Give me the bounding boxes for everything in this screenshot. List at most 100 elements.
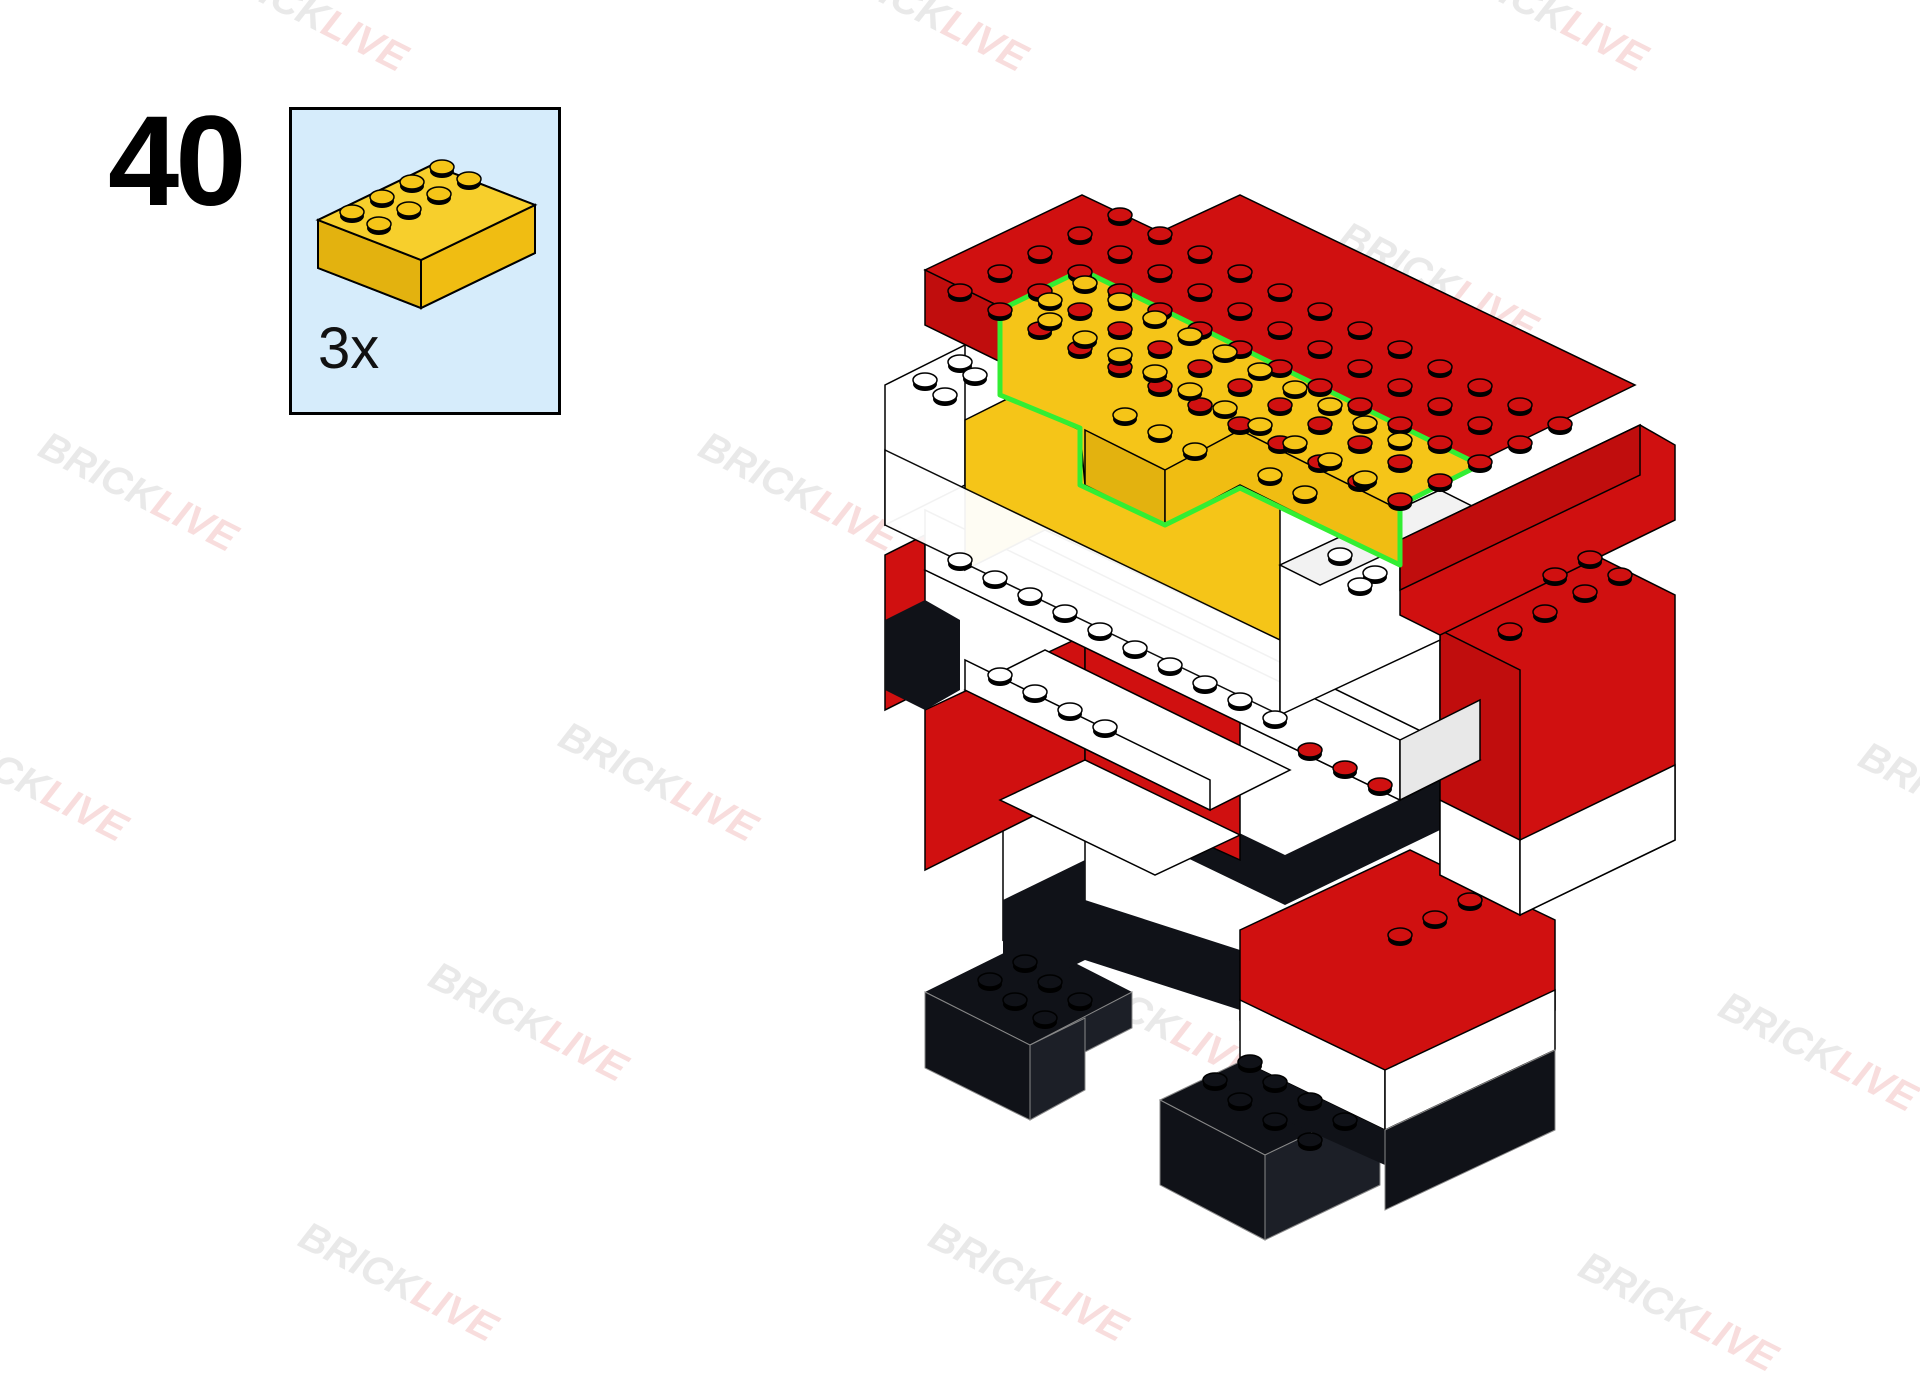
stud (1112, 407, 1138, 426)
stud (1332, 1112, 1358, 1131)
stud (1227, 416, 1253, 435)
stud (987, 302, 1013, 321)
stud (1467, 416, 1493, 435)
stud (1107, 321, 1133, 340)
stud (1177, 327, 1203, 346)
stud (1282, 435, 1308, 454)
stud (977, 972, 1003, 991)
stud (1267, 359, 1293, 378)
stud (1147, 424, 1173, 443)
stud (1577, 550, 1603, 569)
stud (1532, 604, 1558, 623)
stud (1037, 292, 1063, 311)
stud (1297, 1132, 1323, 1151)
stud (1087, 622, 1113, 641)
stud (1422, 910, 1448, 929)
stud (1057, 702, 1083, 721)
stud (1017, 587, 1043, 606)
stud (1387, 454, 1413, 473)
stud (366, 216, 392, 235)
stud (1387, 340, 1413, 359)
stud (1317, 397, 1343, 416)
stud (1327, 547, 1353, 566)
stud (369, 189, 395, 208)
stud (1347, 397, 1373, 416)
stud (982, 570, 1008, 589)
model-studs (912, 207, 1633, 1151)
stud (1507, 397, 1533, 416)
stud (1147, 340, 1173, 359)
stud (1122, 640, 1148, 659)
stud (1297, 1092, 1323, 1111)
stud (1297, 742, 1323, 761)
stud (1067, 992, 1093, 1011)
stud (1307, 416, 1333, 435)
stud (1072, 275, 1098, 294)
stud (962, 367, 988, 386)
stud (1107, 245, 1133, 264)
stud (1247, 362, 1273, 381)
stud (1267, 283, 1293, 302)
stud (1347, 435, 1373, 454)
stud (1457, 892, 1483, 911)
stud (1547, 416, 1573, 435)
stud (1227, 302, 1253, 321)
stud (1067, 226, 1093, 245)
stud (1262, 1112, 1288, 1131)
stud (1037, 974, 1063, 993)
stud (339, 204, 365, 223)
stud (1227, 378, 1253, 397)
stud (1572, 584, 1598, 603)
stud (1387, 927, 1413, 946)
stud (1427, 359, 1453, 378)
stud (1257, 467, 1283, 486)
stud (1352, 470, 1378, 489)
stud (1347, 359, 1373, 378)
stud (1212, 400, 1238, 419)
stud (987, 264, 1013, 283)
stud (1352, 415, 1378, 434)
stud (1027, 245, 1053, 264)
stud (1227, 264, 1253, 283)
stud (1387, 432, 1413, 451)
stud (947, 552, 973, 571)
stud (1032, 1010, 1058, 1029)
stud (1607, 567, 1633, 586)
stud (1317, 452, 1343, 471)
stud (1247, 417, 1273, 436)
stud (987, 667, 1013, 686)
stud (1142, 364, 1168, 383)
stud (1307, 378, 1333, 397)
stud (1267, 397, 1293, 416)
stud (1107, 292, 1133, 311)
stud (456, 171, 482, 190)
stud (1542, 567, 1568, 586)
stud (1467, 378, 1493, 397)
step-number: 40 (108, 90, 246, 233)
stud (1367, 777, 1393, 796)
stud (1187, 359, 1213, 378)
stud-group (339, 159, 482, 235)
stud (1292, 485, 1318, 504)
stud (1262, 710, 1288, 729)
stud (429, 159, 455, 178)
stud (1147, 226, 1173, 245)
stud (1282, 380, 1308, 399)
stud (932, 387, 958, 406)
parts-callout: 3x (289, 107, 561, 415)
stud (1497, 622, 1523, 641)
stud (1427, 397, 1453, 416)
stud (1307, 302, 1333, 321)
stud (1227, 692, 1253, 711)
stud (1052, 604, 1078, 623)
stud (912, 372, 938, 391)
stud (1347, 577, 1373, 596)
stud (1022, 684, 1048, 703)
stud (1107, 347, 1133, 366)
stud (1227, 1092, 1253, 1111)
stud (1467, 454, 1493, 473)
stud (1157, 657, 1183, 676)
stud (947, 283, 973, 302)
stud (1347, 321, 1373, 340)
